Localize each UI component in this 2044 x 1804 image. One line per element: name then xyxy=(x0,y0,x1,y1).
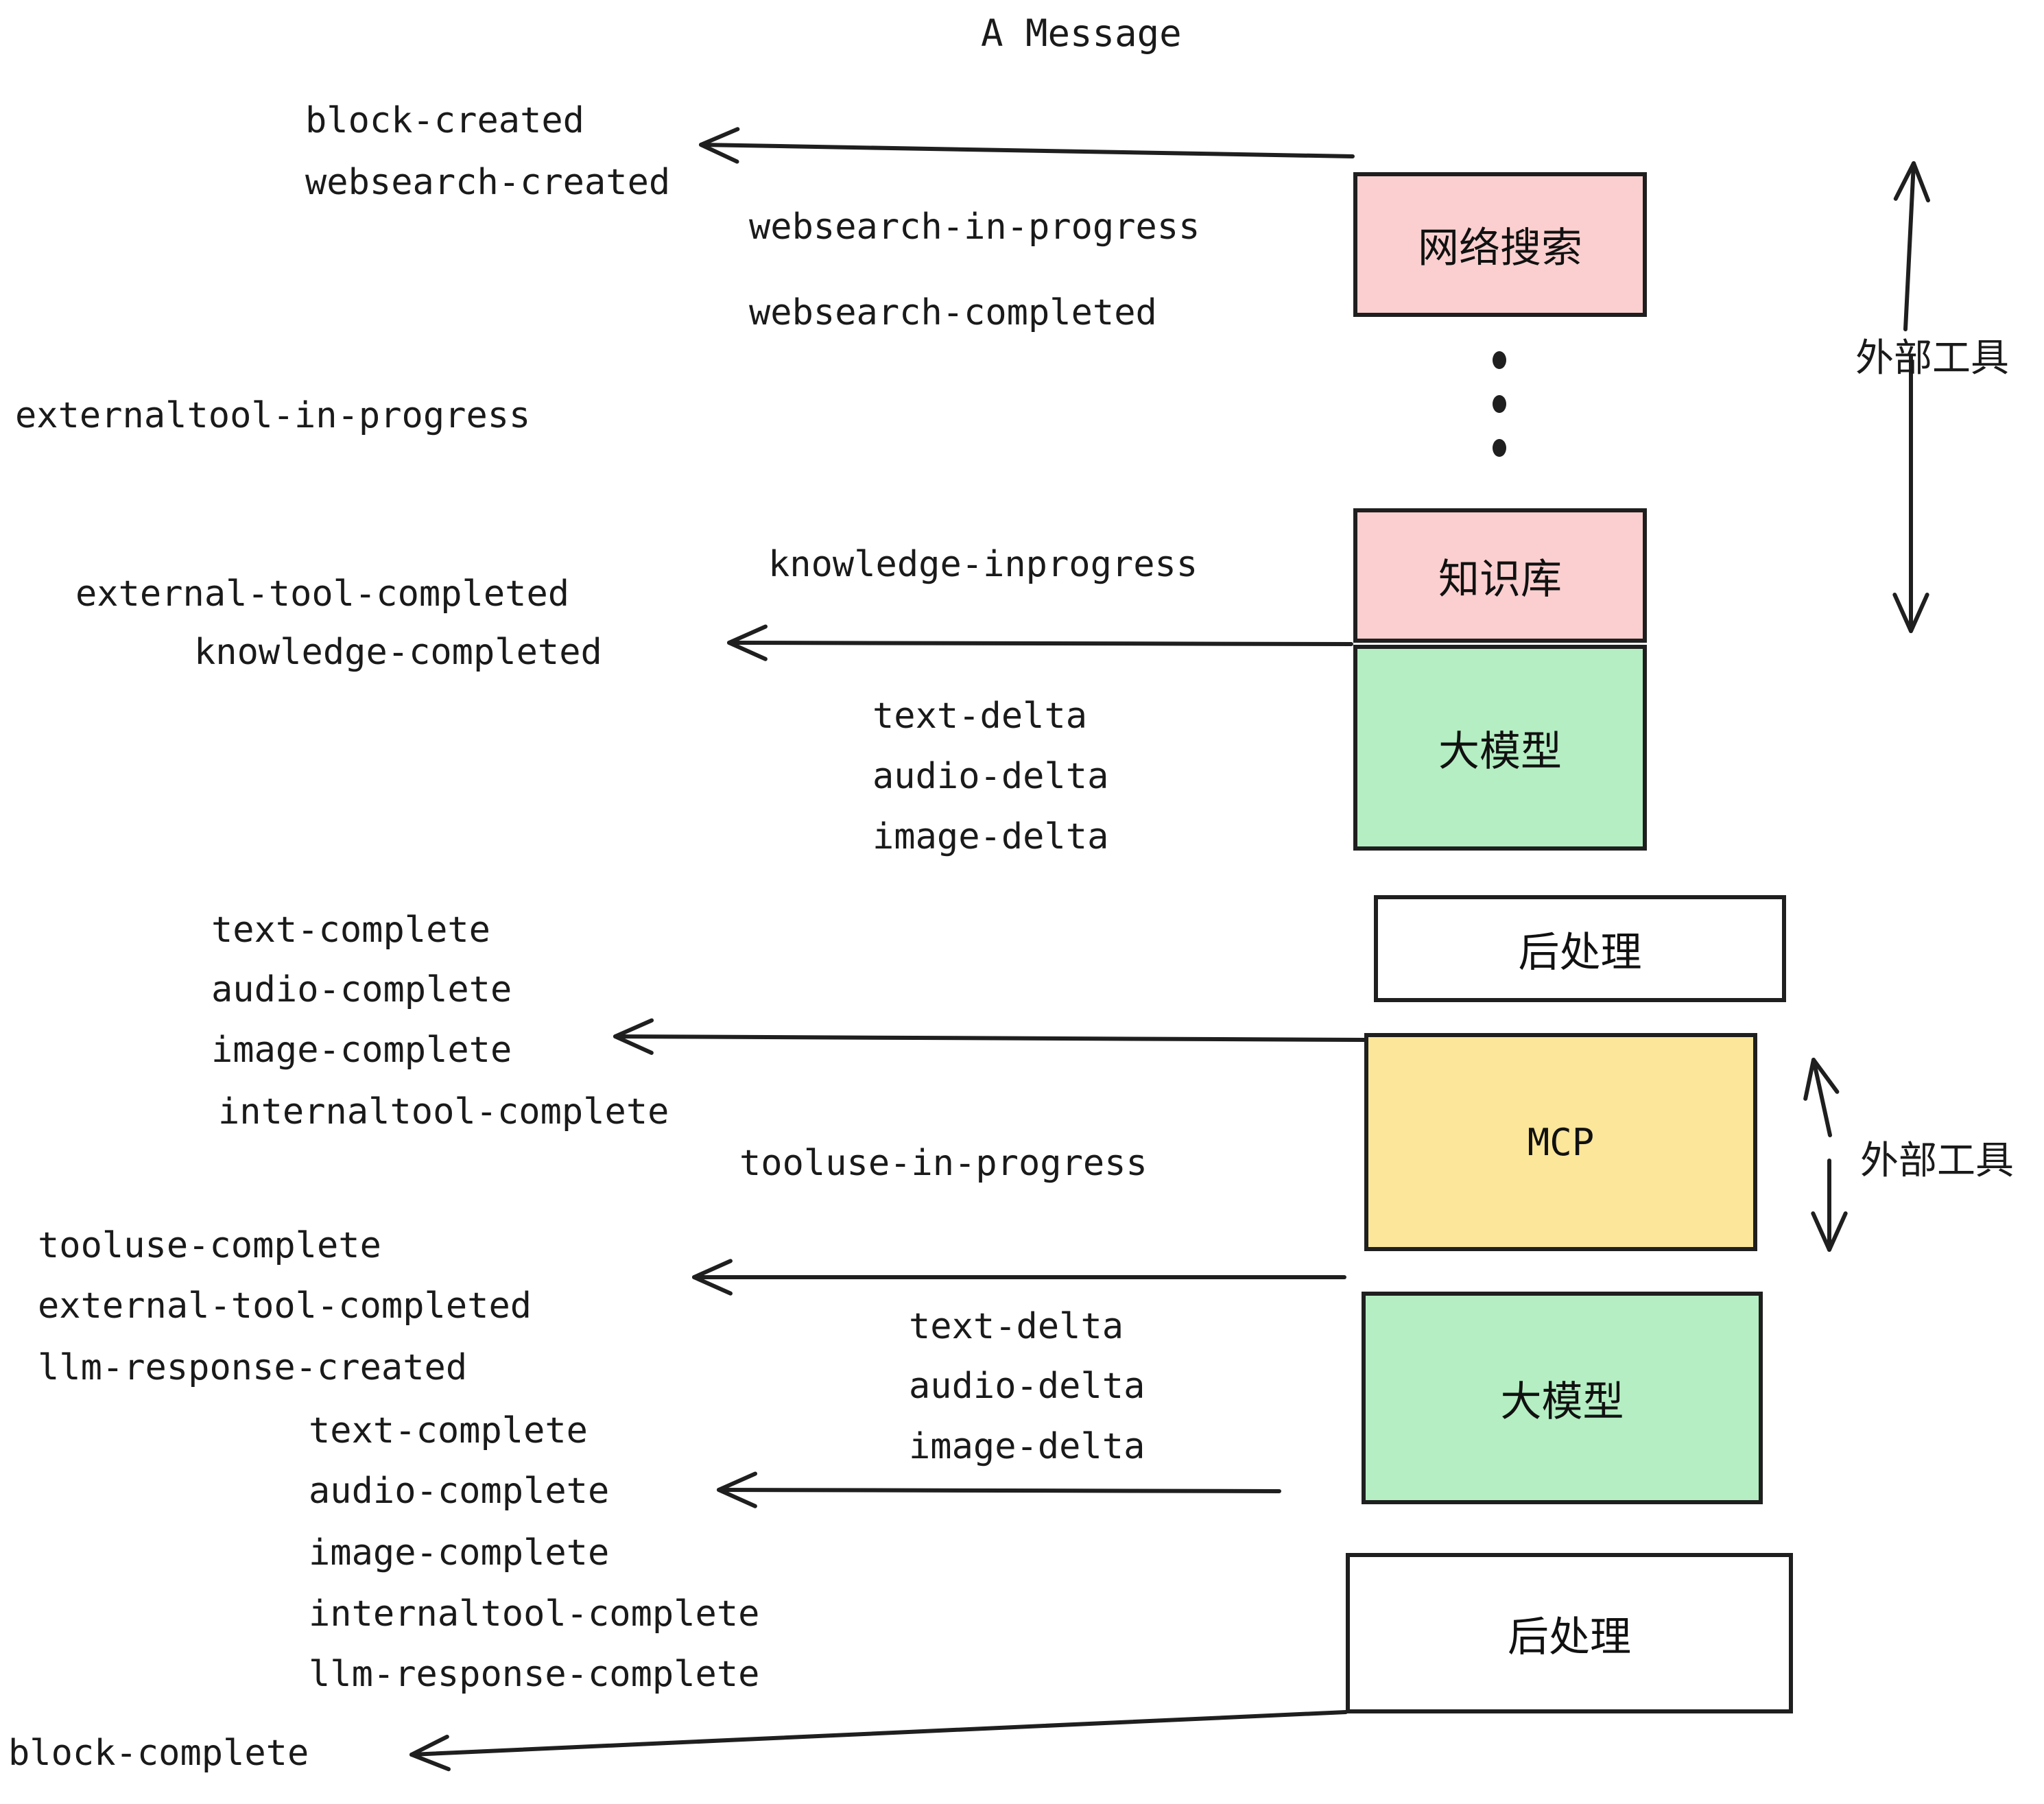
arrowhead xyxy=(699,127,740,164)
ellipsis-dot-3 xyxy=(1493,439,1506,457)
event-label-text-delta-1: text-delta xyxy=(872,696,1088,737)
group-label-external-tools-top: 外部工具 xyxy=(1855,336,2009,381)
page-title: A Message xyxy=(981,12,1182,55)
event-label-image-complete-1: image-complete xyxy=(211,1030,512,1071)
arrow-ext-top-up xyxy=(1893,161,1930,331)
event-label-llm-response-complete: llm-response-complete xyxy=(309,1654,760,1695)
box-postprocess-bottom: 后处理 xyxy=(1346,1553,1793,1713)
arrow-ext-bot-up xyxy=(1803,1058,1840,1137)
arrowhead xyxy=(409,1734,451,1772)
arrow-websearch-to-blockcreated xyxy=(699,127,1355,164)
arrow-postprocess-to-blockcomplete xyxy=(409,1710,1348,1772)
event-label-audio-complete-1: audio-complete xyxy=(211,969,512,1010)
box-mcp: MCP xyxy=(1364,1033,1757,1251)
event-label-internaltool-complete-2: internaltool-complete xyxy=(309,1593,760,1635)
event-label-llm-response-created: llm-response-created xyxy=(38,1347,468,1388)
box-label: 知识库 xyxy=(1438,555,1562,604)
event-label-image-delta-2: image-delta xyxy=(909,1426,1145,1467)
event-label-audio-delta-2: audio-delta xyxy=(909,1366,1145,1407)
arrowhead xyxy=(1893,161,1930,203)
arrowhead xyxy=(727,624,768,661)
arrow-ext-top-down xyxy=(1892,355,1929,633)
box-label: 后处理 xyxy=(1508,1613,1631,1661)
box-label: MCP xyxy=(1527,1120,1595,1164)
event-label-audio-complete-2: audio-complete xyxy=(309,1471,610,1512)
event-label-externaltool-in-progress: externaltool-in-progress xyxy=(15,395,531,436)
box-label: 大模型 xyxy=(1438,727,1562,776)
event-label-websearch-created: websearch-created xyxy=(305,162,671,203)
event-label-websearch-in-progress: websearch-in-progress xyxy=(749,206,1200,248)
arrow-postprocess-to-image xyxy=(613,1018,1367,1055)
arrow-knowledge-to-completed xyxy=(727,624,1353,661)
box-postprocess-top: 后处理 xyxy=(1374,895,1786,1002)
event-label-text-complete-2: text-complete xyxy=(309,1410,588,1451)
event-label-knowledge-inprogress: knowledge-inprogress xyxy=(768,544,1198,585)
box-llm-top: 大模型 xyxy=(1353,645,1647,851)
arrowhead xyxy=(692,1259,733,1296)
box-knowledge: 知识库 xyxy=(1353,508,1647,643)
arrowhead xyxy=(1811,1211,1848,1252)
event-label-block-complete: block-complete xyxy=(8,1733,309,1774)
event-label-websearch-completed: websearch-completed xyxy=(749,292,1157,333)
event-label-knowledge-completed: knowledge-completed xyxy=(194,632,602,673)
arrowhead xyxy=(613,1018,654,1055)
box-label: 大模型 xyxy=(1500,1377,1624,1426)
event-label-block-created: block-created xyxy=(305,100,584,141)
event-label-internaltool-complete-1: internaltool-complete xyxy=(218,1091,669,1132)
box-llm-bottom: 大模型 xyxy=(1362,1292,1763,1504)
group-label-external-tools-bottom: 外部工具 xyxy=(1860,1139,2014,1183)
arrowhead xyxy=(1892,593,1929,633)
arrowhead xyxy=(717,1471,758,1508)
ellipsis-dot-1 xyxy=(1493,351,1506,369)
event-label-text-complete-1: text-complete xyxy=(211,910,490,951)
arrowhead xyxy=(1803,1058,1840,1101)
event-label-tooluse-in-progress: tooluse-in-progress xyxy=(739,1143,1148,1184)
arrow-ext-bot-down xyxy=(1811,1159,1848,1252)
event-label-external-tool-completed-1: external-tool-completed xyxy=(75,573,570,615)
event-label-tooluse-complete: tooluse-complete xyxy=(38,1225,381,1266)
event-label-audio-delta-1: audio-delta xyxy=(872,756,1109,797)
event-label-external-tool-completed-2: external-tool-completed xyxy=(38,1285,532,1327)
event-label-text-delta-2: text-delta xyxy=(909,1306,1124,1347)
event-label-image-complete-2: image-complete xyxy=(309,1532,610,1574)
ellipsis-dot-2 xyxy=(1493,395,1506,413)
box-label: 网络搜索 xyxy=(1418,224,1582,272)
event-label-image-delta-1: image-delta xyxy=(872,816,1109,857)
box-label: 后处理 xyxy=(1518,928,1642,977)
arrow-llm-to-audiocomplete xyxy=(717,1471,1281,1508)
arrow-mcp-to-tooluse xyxy=(692,1259,1346,1296)
box-websearch: 网络搜索 xyxy=(1353,172,1647,317)
